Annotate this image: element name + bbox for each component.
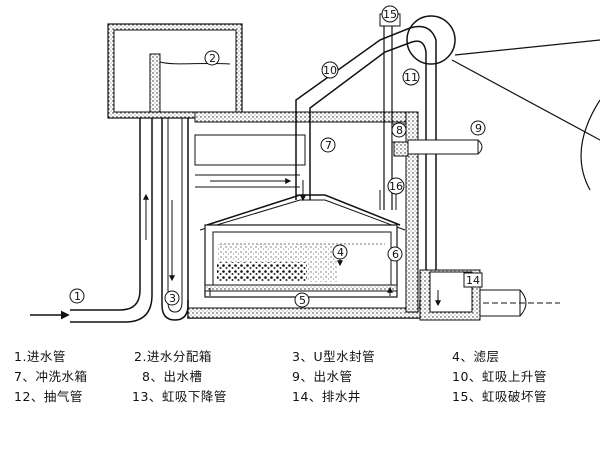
legend-item-10: 10、虹吸上升管	[452, 369, 547, 384]
siphon-filter-diagram: 1 2 3 4 5 6 7 8 9 10 11 14 15 16	[30, 5, 600, 323]
callout-8: 8	[396, 124, 403, 137]
legend-row: 7、冲洗水箱 8、出水槽 9、出水管 10、虹吸上升管	[14, 366, 594, 386]
callout-1: 1	[74, 290, 81, 303]
legend-row: 1.进水管 2.进水分配箱 3、U型水封管 4、滤层	[14, 346, 594, 366]
callout-3: 3	[169, 292, 176, 305]
callout-7: 7	[325, 139, 332, 152]
filter-chamber	[199, 194, 406, 298]
callout-15: 15	[383, 8, 397, 21]
filter-basin	[187, 111, 421, 319]
legend-item-8: 8、出水槽	[142, 369, 203, 384]
legend-item-1: 1.进水管	[14, 349, 66, 364]
callout-2: 2	[209, 52, 216, 65]
legend-item-15: 15、虹吸破坏管	[452, 389, 547, 404]
callout-11: 11	[404, 71, 418, 84]
callout-4: 4	[337, 246, 344, 259]
inlet-distribution-box	[107, 23, 243, 119]
inlet-pipe	[30, 118, 153, 323]
callout-5: 5	[299, 294, 306, 307]
legend-item-13: 13、虹吸下降管	[132, 389, 227, 404]
callout-16: 16	[389, 180, 403, 193]
callout-9: 9	[475, 122, 482, 135]
legend-item-3: 3、U型水封管	[292, 349, 376, 364]
callout-10: 10	[323, 64, 337, 77]
siphon-rising-pipe	[295, 25, 437, 305]
legend-item-14: 14、排水井	[292, 389, 361, 404]
legend-item-12: 12、抽气管	[14, 389, 83, 404]
callout-6: 6	[392, 248, 399, 261]
legend-item-2: 2.进水分配箱	[134, 349, 212, 364]
legend-row: 12、抽气管 13、虹吸下降管 14、排水井 15、虹吸破坏管	[14, 386, 594, 406]
u-seal-pipe	[161, 118, 189, 321]
legend-item-9: 9、出水管	[292, 369, 353, 384]
legend-item-7: 7、冲洗水箱	[14, 369, 88, 384]
drainage-well	[419, 269, 560, 321]
magnifier-outline	[406, 15, 600, 191]
callout-14: 14	[466, 274, 480, 287]
legend-item-4: 4、滤层	[452, 349, 500, 364]
callout-labels: 1 2 3 4 5 6 7 8 9 10 11 14 15 16	[69, 5, 486, 308]
legend: 1.进水管 2.进水分配箱 3、U型水封管 4、滤层 7、冲洗水箱 8、出水槽 …	[14, 346, 594, 406]
